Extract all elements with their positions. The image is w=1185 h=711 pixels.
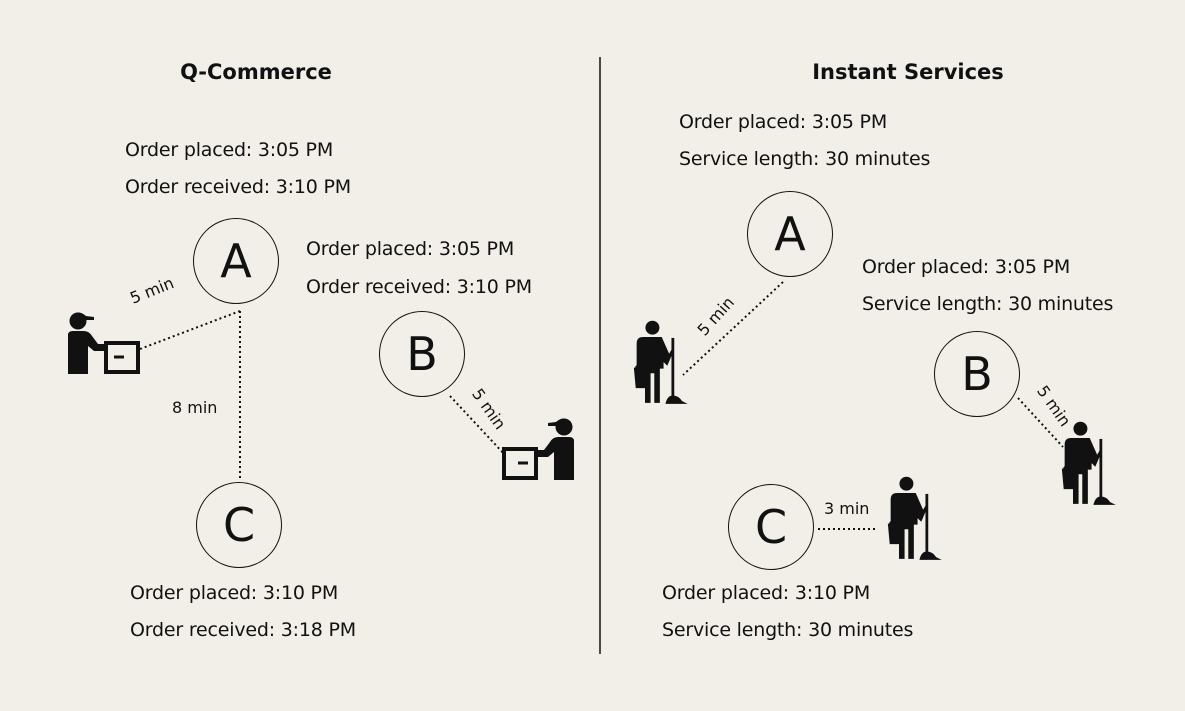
instant-services-title: Instant Services [812,60,1004,84]
delivery-courier-icon [502,418,574,480]
line-courier1-to-a [139,310,241,350]
node-b: B [934,331,1020,417]
cleaner-with-mop-icon [1061,421,1116,505]
order-b-received: Order received: 3:10 PM [306,276,532,298]
service-b-placed: Order placed: 3:05 PM [862,256,1071,278]
service-a-length: Service length: 30 minutes [679,148,931,170]
distance-a-to-c: 8 min [172,398,218,417]
service-b-length: Service length: 30 minutes [862,293,1114,315]
q-commerce-title: Q-Commerce [180,60,332,84]
distance-c-to-cleaner3: 3 min [824,499,870,518]
service-a-placed: Order placed: 3:05 PM [679,111,888,133]
node-c: C [728,484,814,570]
delivery-courier-icon [68,312,140,374]
order-c-placed: Order placed: 3:10 PM [130,582,339,604]
line-b-to-cleaner2 [1017,397,1064,448]
service-c-placed: Order placed: 3:10 PM [662,582,871,604]
order-a-received: Order received: 3:10 PM [125,176,351,198]
node-c: C [196,482,282,568]
order-a-placed: Order placed: 3:05 PM [125,139,334,161]
node-a: A [193,218,279,304]
order-c-received: Order received: 3:18 PM [130,619,356,641]
cleaner-with-mop-icon [887,476,942,560]
line-b-to-courier2 [449,395,507,457]
service-c-length: Service length: 30 minutes [662,619,914,641]
node-a: A [747,191,833,277]
cleaner-with-mop-icon [633,320,688,404]
node-b: B [379,311,465,397]
order-b-placed: Order placed: 3:05 PM [306,238,515,260]
